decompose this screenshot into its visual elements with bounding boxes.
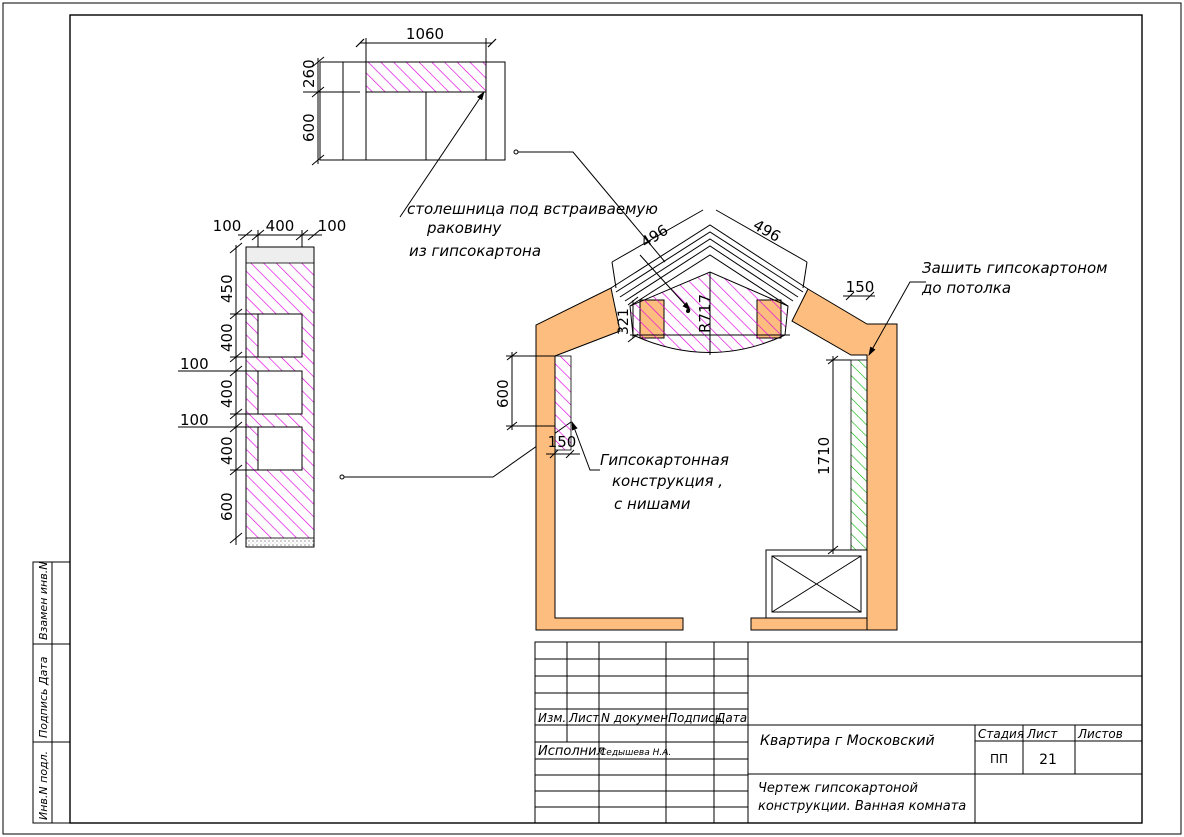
dim-100-gap-2: 100 (180, 411, 209, 429)
dim-100-gap-1: 100 (180, 355, 209, 373)
note-right-1: Зашить гипсокартоном (922, 259, 1107, 277)
dim-1060: 1060 (406, 25, 444, 43)
stamp-text-2: Подпись Дата (37, 656, 50, 738)
hdr-date: Дата (715, 711, 747, 725)
countertop-label-1: столешница под встраиваемую (407, 200, 658, 218)
niche-column-drawing: 100 400 100 450 400 400 400 600 100 100 (178, 217, 572, 548)
inner-frame (69, 14, 1143, 824)
drawing-title-1: Чертеж гипсокартоной (758, 781, 918, 796)
dim-260: 260 (300, 59, 318, 88)
dim-100-left: 100 (213, 217, 242, 235)
sheets-label: Листов (1077, 727, 1123, 741)
countertop-label-3: из гипсокартона (409, 242, 541, 260)
hdr-sign: Подпись (668, 711, 722, 725)
dim-1710: 1710 (815, 437, 833, 475)
wall-bottom-right (750, 617, 868, 631)
dim-400-top: 400 (266, 217, 295, 235)
hdr-doc: N докумен. (601, 711, 672, 725)
countertop-drawing: 1060 260 600 столешница под встраиваемую… (300, 25, 666, 263)
dim-496-left: 496 (638, 221, 672, 251)
hdr-list: Лист (568, 711, 600, 725)
dim-150-left: 150 (548, 433, 577, 451)
stamp-text-3: Инв.N подл. (37, 751, 50, 820)
performer-name: Седышева Н.А. (600, 748, 671, 758)
stage-label: Стадия (978, 727, 1024, 741)
title-block: Изм. Лист N докумен. Подпись Дата Исполн… (534, 641, 1143, 824)
gk-partition (554, 355, 572, 451)
project-title: Квартира г Московский (760, 733, 935, 749)
sheet-value: 21 (1039, 752, 1057, 768)
dim-450: 450 (218, 274, 236, 303)
bathroom-plan: 496 496 R717 321 150 600 150 (494, 209, 1107, 631)
sheet-label: Лист (1026, 727, 1058, 741)
bath-box (765, 549, 868, 619)
dim-400-niche-3: 400 (218, 436, 236, 465)
countertop-label-2: раковину (426, 219, 502, 237)
dim-600-plan: 600 (494, 379, 512, 408)
note-center-1: Гипсокартонная (600, 451, 729, 469)
role-label: Исполнил (538, 744, 605, 759)
dim-321: 321 (616, 308, 632, 335)
dim-496-right: 496 (750, 216, 784, 246)
note-right-2: до потолка (921, 279, 1011, 297)
dim-400-niche-1: 400 (218, 323, 236, 352)
note-center-2: конструкция , (612, 472, 723, 490)
wall-left (535, 287, 684, 631)
side-stamp: Взамен инв.N Подпись Дата Инв.N подл. (32, 561, 71, 824)
dim-600-countertop: 600 (300, 113, 318, 142)
dim-r717: R717 (696, 294, 714, 333)
stamp-text-1: Взамен инв.N (37, 562, 50, 640)
hdr-izm: Изм. (538, 711, 566, 725)
stage-value: ПП (990, 752, 1008, 766)
dim-400-niche-2: 400 (218, 379, 236, 408)
dim-100-right: 100 (318, 217, 347, 235)
drawing-title-2: конструкции. Ванная комната (758, 799, 966, 814)
dim-150-top: 150 (846, 278, 875, 296)
note-center-3: с нишами (614, 495, 691, 513)
dim-600-column: 600 (218, 492, 236, 521)
gk-sheathing (850, 359, 868, 551)
